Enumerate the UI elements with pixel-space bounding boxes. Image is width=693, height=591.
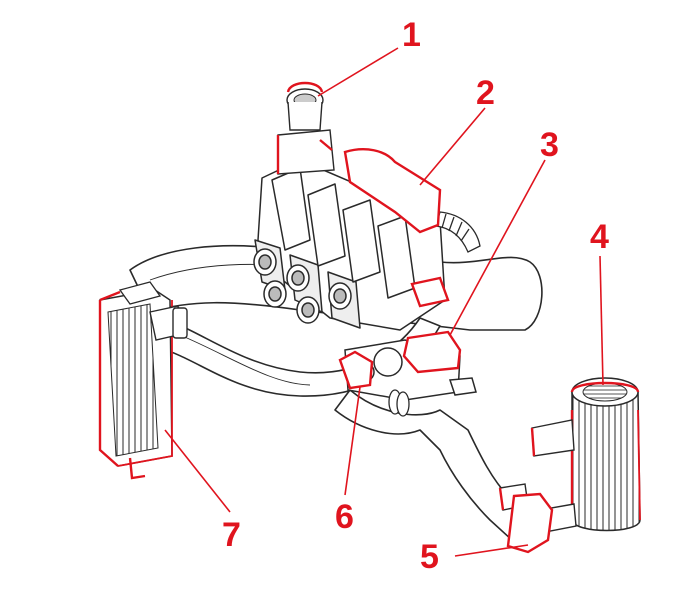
leader-5 [454, 544, 529, 557]
callout-1: 1 [402, 16, 421, 54]
hose-connector [402, 276, 462, 374]
leader-lines [164, 47, 604, 557]
callout-7: 7 [222, 516, 241, 554]
corrugated-hose [435, 211, 481, 253]
callout-5: 5 [420, 538, 439, 576]
leader-3 [449, 159, 546, 336]
hose-clamp [498, 483, 554, 554]
leader-1 [317, 47, 399, 97]
intake-pipe [343, 148, 442, 234]
leader-7 [164, 429, 231, 513]
intercooler-outlet [149, 305, 188, 341]
leader-6 [344, 386, 361, 496]
lower-intake-hose [334, 389, 531, 541]
callout-3: 3 [540, 126, 559, 164]
callout-6: 6 [335, 498, 354, 536]
callout-2: 2 [476, 74, 495, 112]
turbo-inlet [276, 81, 335, 175]
air-filter [530, 377, 641, 533]
callout-4: 4 [590, 218, 609, 256]
hose-bands [388, 389, 410, 417]
leader-2 [419, 107, 486, 186]
leader-4 [599, 255, 604, 386]
turbo-bracket [338, 350, 374, 390]
